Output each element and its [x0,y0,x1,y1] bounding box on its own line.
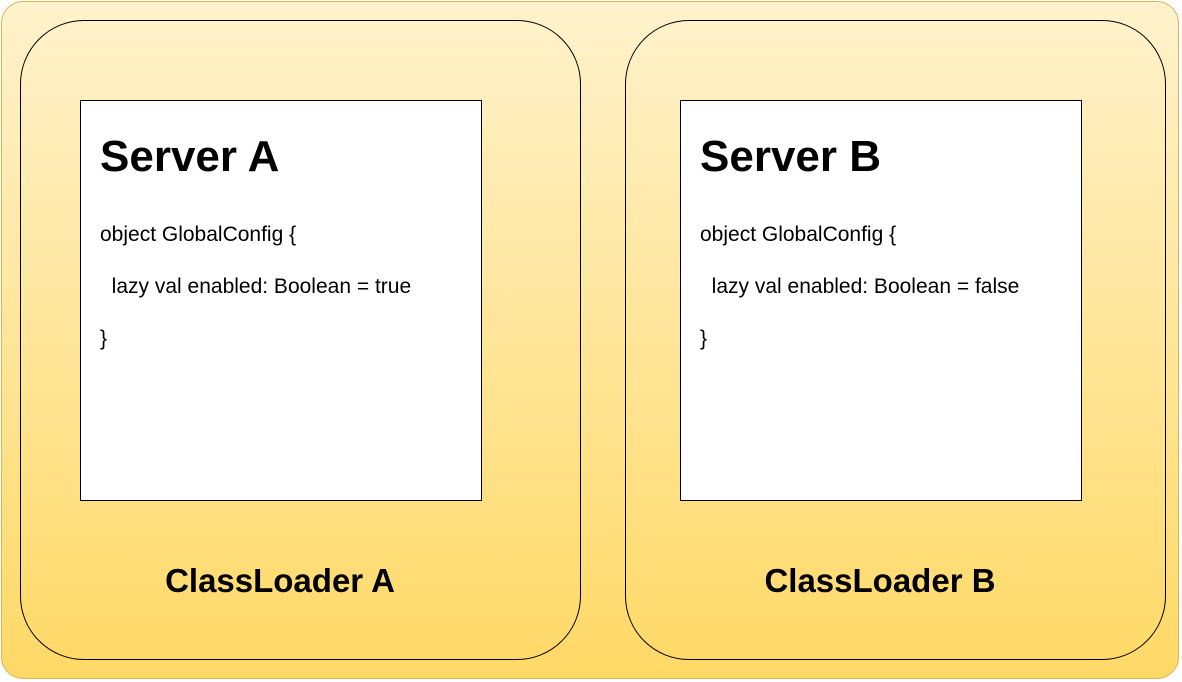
server-b-box: Server B object GlobalConfig { lazy val … [680,100,1082,501]
server-b-code-line-3: } [700,327,708,350]
server-b-title: Server B [700,132,882,181]
classloader-a-container [20,20,581,660]
classloader-a-label: ClassLoader A [165,562,395,599]
server-a-code-line-2: lazy val enabled: Boolean = true [100,275,412,298]
server-a-code-line-3: } [100,327,108,350]
classloader-b-container [625,20,1166,660]
server-b-code-line-1: object GlobalConfig { [700,223,897,246]
server-a-title: Server A [100,132,280,181]
server-a-box: Server A object GlobalConfig { lazy val … [80,100,482,501]
server-b-code-line-2: lazy val enabled: Boolean = false [700,275,1020,298]
server-a-code-line-1: object GlobalConfig { [100,223,297,246]
classloader-b-label: ClassLoader B [764,562,996,599]
